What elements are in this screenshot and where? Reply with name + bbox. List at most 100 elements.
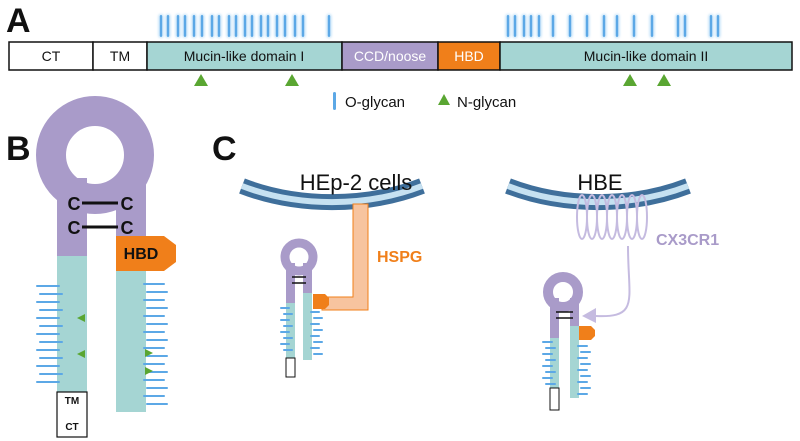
cysteine-label: C [68, 194, 81, 214]
o-glycan-tick [580, 375, 591, 377]
mucin-domain-2-label: Mucin-like domain II [584, 48, 709, 64]
tm-label: TM [65, 396, 79, 407]
n-glycan-legend-icon [438, 94, 450, 105]
o-glycan-tick [313, 341, 323, 343]
panel-a-letter: A [6, 2, 31, 40]
cysteine-label: C [121, 194, 134, 214]
panel-c-letter: C [212, 130, 237, 168]
o-glycan-tick [242, 14, 248, 38]
o-glycan-tick [310, 335, 320, 337]
o-glycan-tick [226, 14, 232, 38]
o-glycan-tick [280, 307, 290, 309]
o-glycan-tick [199, 14, 205, 38]
o-glycan-tick [675, 14, 681, 38]
o-glycan-tick [146, 291, 168, 293]
n-glycan-triangle [77, 314, 85, 322]
hep2-o-glycans [280, 307, 323, 355]
ccd-noose-label: CCD/noose [354, 48, 427, 64]
mucin-domain-1-box [146, 41, 343, 71]
o-glycan-tick [542, 365, 553, 367]
right-stem-mucin [116, 271, 146, 412]
o-glycan-tick [567, 14, 573, 38]
tm-ct-box [549, 387, 560, 411]
o-glycan-tick [143, 283, 165, 285]
o-glycan-tick [310, 323, 320, 325]
cysteine-label: C [121, 218, 134, 238]
o-glycan-tick [36, 381, 60, 383]
o-glycan-tick [233, 14, 239, 38]
left-stem-mucin [57, 256, 87, 392]
o-glycan-tick [313, 329, 323, 331]
o-glycan-tick [143, 331, 165, 333]
mucin-domain-1-label: Mucin-like domain I [184, 48, 305, 64]
o-glycan-tick [584, 14, 590, 38]
o-glycan-tick [577, 381, 588, 383]
o-glycan-tick [708, 14, 714, 38]
n-glycan-legend-label: N-glycan [457, 94, 516, 111]
o-glycan-tick [39, 373, 63, 375]
protein-domain-bar: CT TM Mucin-like domain I CCD/noose HBD … [8, 41, 793, 71]
o-glycan-tick [36, 349, 60, 351]
o-glycan-tick [191, 14, 197, 38]
o-glycan-tick [249, 14, 255, 38]
n-glycan-triangle [145, 367, 153, 375]
hbe-o-glycans [542, 341, 591, 395]
o-glycan-tick [577, 357, 588, 359]
o-glycan-tick [280, 343, 290, 345]
hep2-membrane [239, 178, 425, 211]
o-glycan-tick [36, 301, 60, 303]
o-glycan-tick [512, 14, 518, 38]
o-glycan-tick [545, 383, 556, 385]
o-glycan-tick [292, 14, 298, 38]
o-glycan-tick [36, 317, 60, 319]
cx3cr1-label: CX3CR1 [656, 232, 719, 249]
o-glycan-tick [283, 313, 293, 315]
o-glycan-tick [158, 14, 164, 38]
hbe-g-protein [543, 272, 595, 411]
o-glycan-tick [505, 14, 511, 38]
ccd-loop [36, 96, 154, 214]
panel-b-hairpin: HBD C C C C TM CT [36, 96, 176, 438]
o-glycan-tick [182, 14, 188, 38]
o-glycan-tick [146, 387, 168, 389]
o-glycan-tick [326, 14, 332, 38]
tm-domain-label: TM [110, 48, 130, 64]
tm-domain-box [92, 41, 148, 71]
n-glycan-triangle [623, 74, 637, 86]
o-glycan-tick [209, 14, 215, 38]
panel-b-letter: B [6, 130, 31, 168]
cx3cr1-receptor [582, 245, 631, 323]
o-glycan-tick [216, 14, 222, 38]
o-glycan-tick [39, 293, 63, 295]
o-glycan-tick [146, 339, 168, 341]
panel-b-n-glycans [77, 314, 153, 375]
ccd-loop [280, 238, 318, 276]
o-glycan-tick [545, 347, 556, 349]
o-glycan-tick [313, 353, 323, 355]
o-glycan-tick [580, 387, 591, 389]
n-glycan-triangle [145, 349, 153, 357]
o-glycan-legend-icon [333, 92, 336, 110]
o-glycan-tick [631, 14, 637, 38]
cysteine-label: C [68, 218, 81, 238]
hep2-g-protein [280, 238, 329, 378]
ct-domain-box [8, 41, 94, 71]
o-glycan-tick [545, 371, 556, 373]
o-glycan-tick [614, 14, 620, 38]
o-glycan-tick [542, 341, 553, 343]
panel-b-o-glycans [36, 283, 168, 405]
o-glycan-tick [143, 379, 165, 381]
o-glycan-tick [580, 351, 591, 353]
o-glycan-tick [143, 315, 165, 317]
hbd-domain-label: HBD [454, 48, 484, 64]
o-glycan-tick [143, 299, 165, 301]
o-glycan-tick [283, 337, 293, 339]
o-glycan-tick [39, 357, 63, 359]
o-glycan-tick [283, 325, 293, 327]
o-glycan-tick [545, 359, 556, 361]
transmembrane-helix [636, 194, 648, 240]
o-glycan-tick [577, 369, 588, 371]
o-glycan-tick [146, 403, 168, 405]
ct-domain-label: CT [42, 48, 61, 64]
